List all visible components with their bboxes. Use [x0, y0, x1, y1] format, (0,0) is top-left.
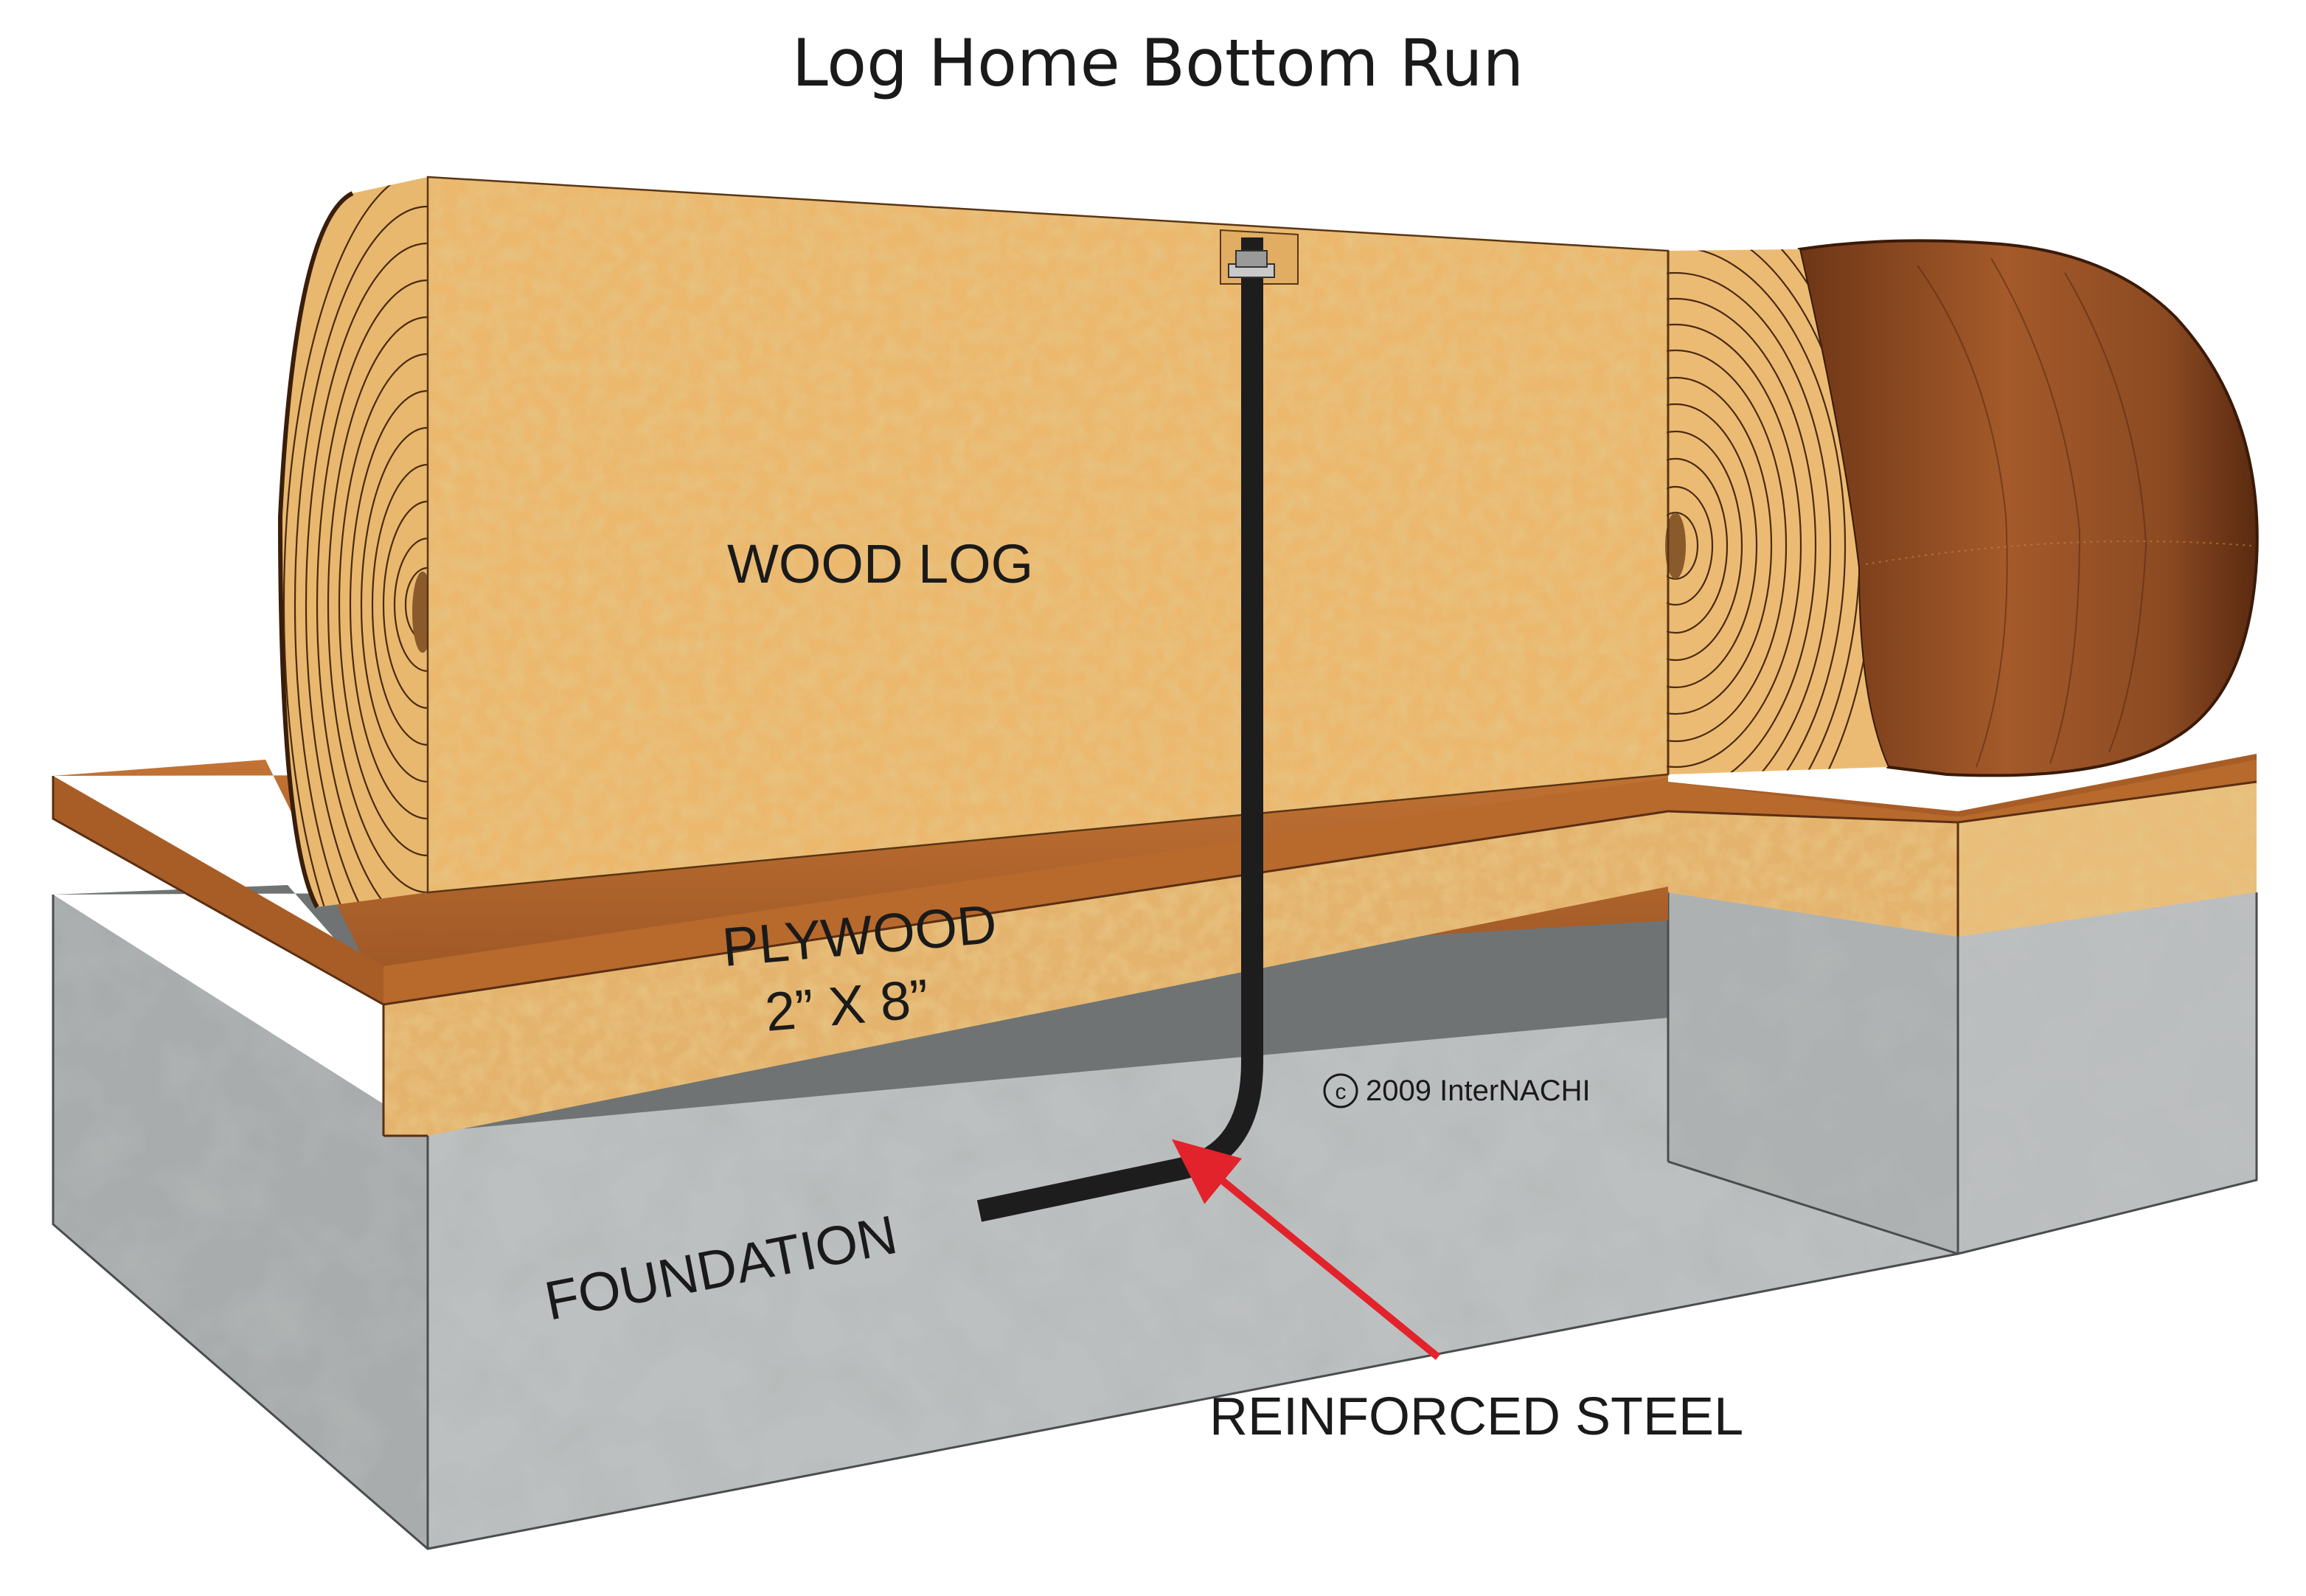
copyright-notice: c 2009 InterNACHI [1323, 1073, 1591, 1108]
nut [1235, 250, 1268, 268]
copyright-symbol-icon [1323, 1073, 1358, 1108]
label-plank-size: 2” X 8” [763, 968, 931, 1043]
plywood-sill-right [1667, 754, 2257, 937]
log-end-grain-left [277, 177, 433, 909]
diagram-title: Log Home Bottom Run [792, 25, 1524, 101]
callout-arrow [1172, 1139, 1441, 1360]
label-reinforced-steel: REINFORCED STEEL [1209, 1387, 1743, 1446]
log-end-grain-right [1668, 249, 1888, 774]
svg-text:c: c [1336, 1080, 1347, 1104]
log-bark [1797, 239, 2259, 777]
round-log-right [1665, 239, 2259, 777]
wood-log [277, 176, 1670, 909]
plywood-edge [53, 776, 383, 1005]
copyright-text: 2009 InterNACHI [1366, 1075, 1591, 1107]
label-wood-log: WOOD LOG [727, 533, 1033, 594]
